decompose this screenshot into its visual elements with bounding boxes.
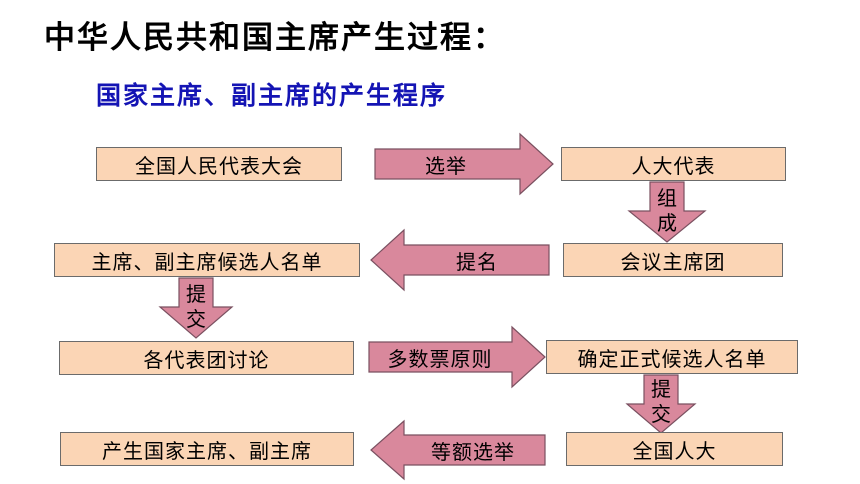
box-npc-short: 全国人大 (566, 432, 783, 466)
box-candidates-list: 主席、副主席候选人名单 (54, 243, 360, 277)
box-national-peoples-congress: 全国人民代表大会 (96, 147, 342, 181)
arrow-label-submit-left-char-2: 交 (186, 307, 206, 331)
arrow-label-elect: 选举 (425, 153, 467, 178)
page-title: 中华人民共和国主席产生过程： (44, 20, 506, 56)
arrow-label-submit-right-char-2: 交 (651, 402, 671, 426)
arrow-label-nominate: 提名 (456, 249, 498, 274)
arrow-label-form: 组 成 (655, 186, 679, 236)
arrow-down-form (627, 181, 707, 243)
arrow-label-equal-election: 等额选举 (431, 439, 515, 464)
page-subtitle: 国家主席、副主席的产生程序 (96, 81, 448, 110)
arrow-label-majority: 多数票原则 (387, 346, 493, 371)
arrow-down-submit-right (625, 374, 697, 434)
arrow-label-submit-left-char-1: 提 (186, 282, 206, 306)
arrow-label-submit-right: 提 交 (649, 377, 673, 427)
box-delegations-discussion: 各代表团讨论 (59, 341, 354, 375)
arrow-label-submit-right-char-1: 提 (651, 377, 671, 401)
arrow-label-submit-left: 提 交 (184, 282, 208, 332)
arrow-label-form-char-2: 成 (657, 211, 677, 235)
box-result-president-elected: 产生国家主席、副主席 (60, 432, 354, 466)
arrow-label-form-char-1: 组 (657, 186, 677, 210)
arrow-right-majority (368, 325, 546, 389)
box-npc-deputies: 人大代表 (561, 147, 786, 181)
arrow-left-nominate (370, 228, 550, 292)
arrow-right-elect (374, 132, 554, 196)
box-official-candidates-list: 确定正式候选人名单 (546, 340, 798, 374)
arrow-left-equal-election (370, 419, 546, 481)
arrow-down-submit-left (158, 277, 234, 339)
box-presidium: 会议主席团 (563, 243, 783, 277)
